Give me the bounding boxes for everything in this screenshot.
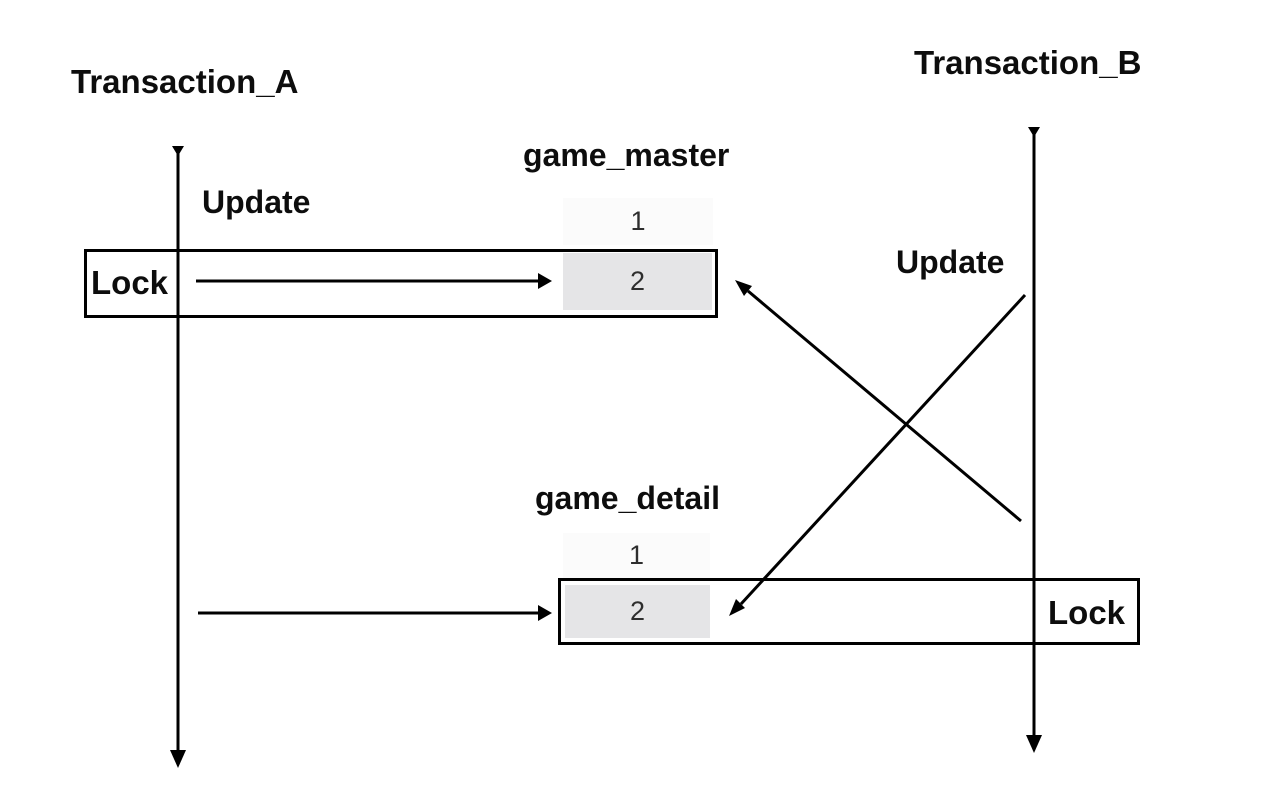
lifeline-b-start-tip (1028, 127, 1040, 137)
transaction-a-label: Transaction_A (71, 63, 299, 100)
arrow-a-to-game-detail-head (538, 605, 552, 621)
arrow-b-to-game-detail-head (729, 599, 745, 616)
game-detail-row-1: 1 (563, 533, 710, 578)
lifeline-b-arrowhead (1026, 735, 1042, 753)
game-detail-title: game_detail (535, 480, 720, 516)
game-master-title: game_master (523, 137, 730, 173)
lifeline-a-start-tip (172, 146, 184, 156)
lock-a-label: Lock (91, 264, 169, 301)
arrow-a-to-game-master-head (538, 273, 552, 289)
game-detail-lock-box (558, 578, 1140, 645)
game-master-row-1-value: 1 (630, 206, 646, 236)
lock-b-label: Lock (1048, 594, 1126, 631)
game-detail-row-1-value: 1 (628, 540, 645, 570)
game-master-row-1: 1 (563, 198, 713, 245)
game-detail-row-2: 2 (565, 585, 710, 638)
game-master-row-2-value: 2 (629, 266, 646, 296)
lifeline-a-arrowhead (170, 750, 186, 768)
arrow-b-to-game-master (747, 289, 1022, 523)
game-master-row-2: 2 (563, 253, 712, 310)
update-b-label: Update (896, 244, 1005, 280)
transaction-b-label: Transaction_B (914, 44, 1142, 81)
game-master-lock-box (84, 249, 718, 318)
arrow-b-to-game-master-head (735, 280, 752, 296)
arrow-b-to-game-detail (739, 293, 1027, 606)
game-detail-row-2-value: 2 (629, 596, 646, 626)
update-a-label: Update (202, 184, 311, 220)
